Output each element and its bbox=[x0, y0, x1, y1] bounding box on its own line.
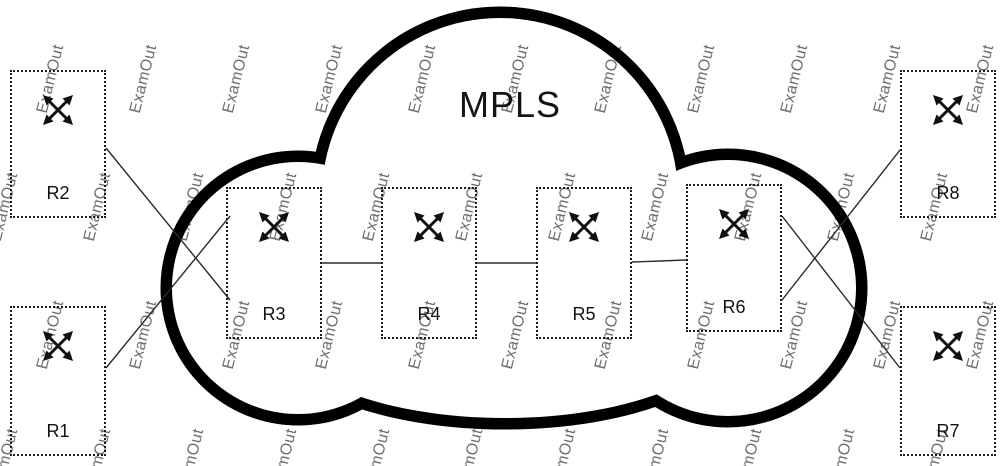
router-label: R5 bbox=[572, 304, 596, 324]
router-R3: R3 bbox=[226, 187, 322, 339]
router-R8: R8 bbox=[900, 70, 996, 218]
connection-lines bbox=[105, 147, 901, 369]
cloud-label: MPLS bbox=[458, 84, 562, 125]
router-R2: R2 bbox=[10, 70, 106, 218]
crossed-arrows-icon bbox=[252, 205, 296, 249]
link-r5-r6 bbox=[631, 259, 687, 263]
link-r6-r8 bbox=[781, 149, 901, 301]
crossed-arrows-icon bbox=[36, 324, 80, 368]
router-label: R6 bbox=[722, 297, 746, 317]
link-r1-r3 bbox=[105, 215, 231, 369]
router-R5: R5 bbox=[536, 187, 632, 339]
router-label: R7 bbox=[936, 421, 960, 441]
router-label: R2 bbox=[46, 183, 70, 203]
crossed-arrows-icon bbox=[926, 324, 970, 368]
mpls-cloud-fill bbox=[172, 18, 856, 418]
router-R4: R4 bbox=[381, 187, 477, 339]
router-R6: R6 bbox=[686, 184, 782, 332]
crossed-arrows-icon bbox=[36, 88, 80, 132]
crossed-arrows-icon bbox=[562, 205, 606, 249]
crossed-arrows-icon bbox=[926, 88, 970, 132]
router-R1: R1 bbox=[10, 306, 106, 456]
router-label: R3 bbox=[262, 304, 286, 324]
link-r6-r7 bbox=[781, 215, 901, 369]
router-label: R8 bbox=[936, 183, 960, 203]
link-r2-r3 bbox=[105, 147, 231, 301]
router-label: R1 bbox=[46, 421, 70, 441]
router-R7: R7 bbox=[900, 306, 996, 456]
crossed-arrows-icon bbox=[407, 205, 451, 249]
crossed-arrows-icon bbox=[712, 202, 756, 246]
router-label: R4 bbox=[417, 304, 441, 324]
